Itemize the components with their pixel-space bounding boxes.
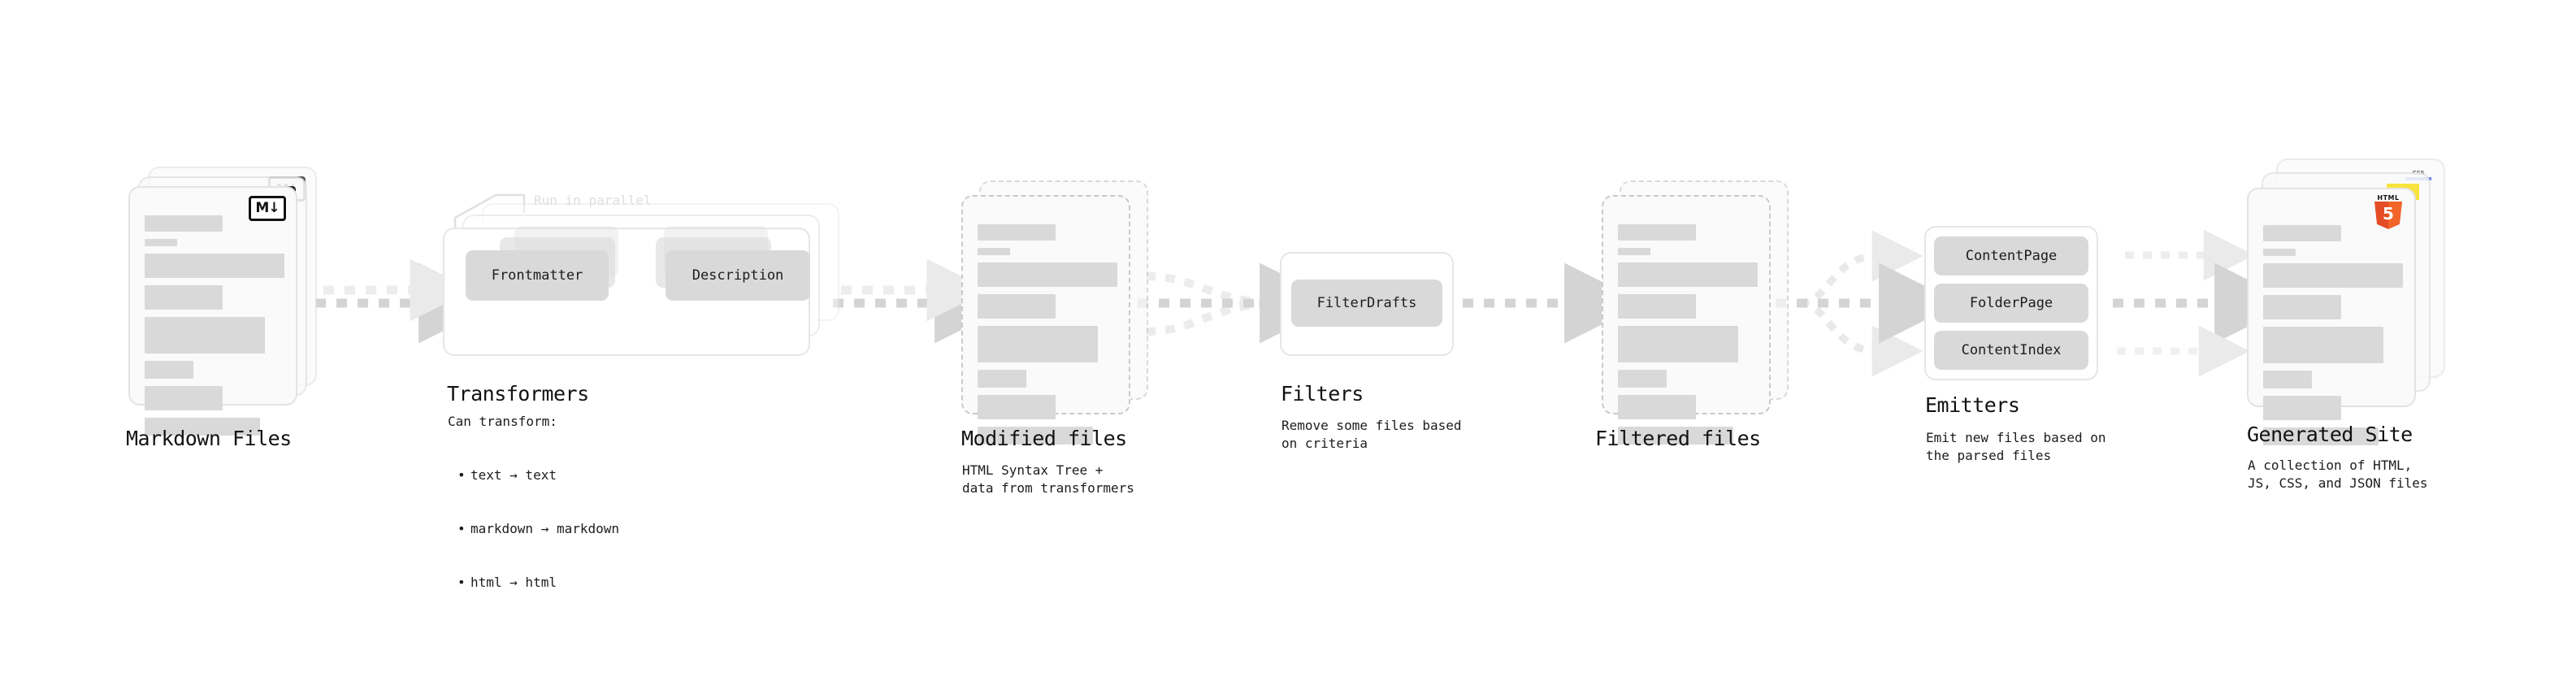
connector-transformers-to-modified (833, 258, 1016, 344)
stage-desc-filters: Remove some files based on criteria (1281, 418, 1462, 451)
emitter-pill-contentindex[interactable]: ContentIndex (1934, 331, 2088, 370)
file-content-placeholder (2263, 225, 2403, 453)
stage-markdown-files: M↓ M↓ M↓ (128, 167, 317, 436)
stage-label-transformers: Transformers (447, 382, 589, 406)
stage-generated-site: CSS HTML 5 (2247, 158, 2445, 445)
bullet-text: markdown → markdown (471, 521, 620, 536)
stage-transformers: Frontmatter Description (443, 203, 849, 366)
file-content-placeholder (978, 224, 1117, 452)
stage-label-generated-site: Generated Site (2247, 423, 2413, 446)
emitter-pill-folderpage[interactable]: FolderPage (1934, 284, 2088, 323)
stage-label-filters: Filters (1281, 382, 1364, 406)
stage-desc-generated-site: A collection of HTML, JS, CSS, and JSON … (2248, 458, 2428, 491)
filter-pill-filterdrafts[interactable]: FilterDrafts (1291, 280, 1442, 327)
stage-desc-emitters: Emit new files based on the parsed files (1926, 430, 2106, 463)
transformer-pill-description[interactable]: Description (666, 250, 810, 301)
connector-emitters-to-site (2113, 229, 2296, 377)
stage-desc-transformers-intro: Can transform: (448, 414, 557, 429)
stage-modified-files (961, 180, 1148, 445)
stage-filtered-files (1602, 180, 1789, 445)
connector-modified-to-filters (1138, 262, 1341, 344)
bullet-text: text → text (471, 467, 557, 483)
run-in-parallel-annotation: Run in parallel (534, 193, 652, 208)
stage-desc-modified-files: HTML Syntax Tree + data from transformer… (962, 462, 1134, 496)
file-content-placeholder (1618, 224, 1758, 452)
markdown-card-front: M↓ (128, 186, 297, 436)
site-card-front: HTML 5 (2247, 188, 2416, 445)
stage-filters: FilterDrafts (1280, 252, 1459, 358)
html5-icon-number: 5 (2383, 204, 2394, 223)
stage-label-filtered-files: Filtered files (1595, 427, 1761, 450)
stage-desc-transformers-bullets: •text → text •markdown → markdown •html … (458, 467, 620, 590)
stage-label-emitters: Emitters (1925, 393, 2020, 417)
bullet-text: html → html (471, 575, 557, 590)
modified-card-front (961, 195, 1130, 445)
file-content-placeholder (145, 215, 284, 443)
filtered-card-front (1602, 195, 1771, 445)
stage-emitters: ContentPage FolderPage ContentIndex (1924, 226, 2111, 384)
connector-markdown-to-transformers (315, 258, 500, 344)
html5-icon-label: HTML (2377, 194, 2400, 202)
html5-shield: 5 (2374, 202, 2402, 229)
emitter-pill-contentpage[interactable]: ContentPage (1934, 236, 2088, 275)
markdown-icon: M↓ (249, 196, 286, 221)
stage-label-markdown-files: Markdown Files (126, 427, 292, 450)
html5-icon: HTML 5 (2372, 194, 2405, 230)
stage-label-modified-files: Modified files (961, 427, 1127, 450)
transformer-pill-frontmatter[interactable]: Frontmatter (466, 250, 609, 301)
connector-filtered-to-emitters (1776, 230, 1960, 377)
